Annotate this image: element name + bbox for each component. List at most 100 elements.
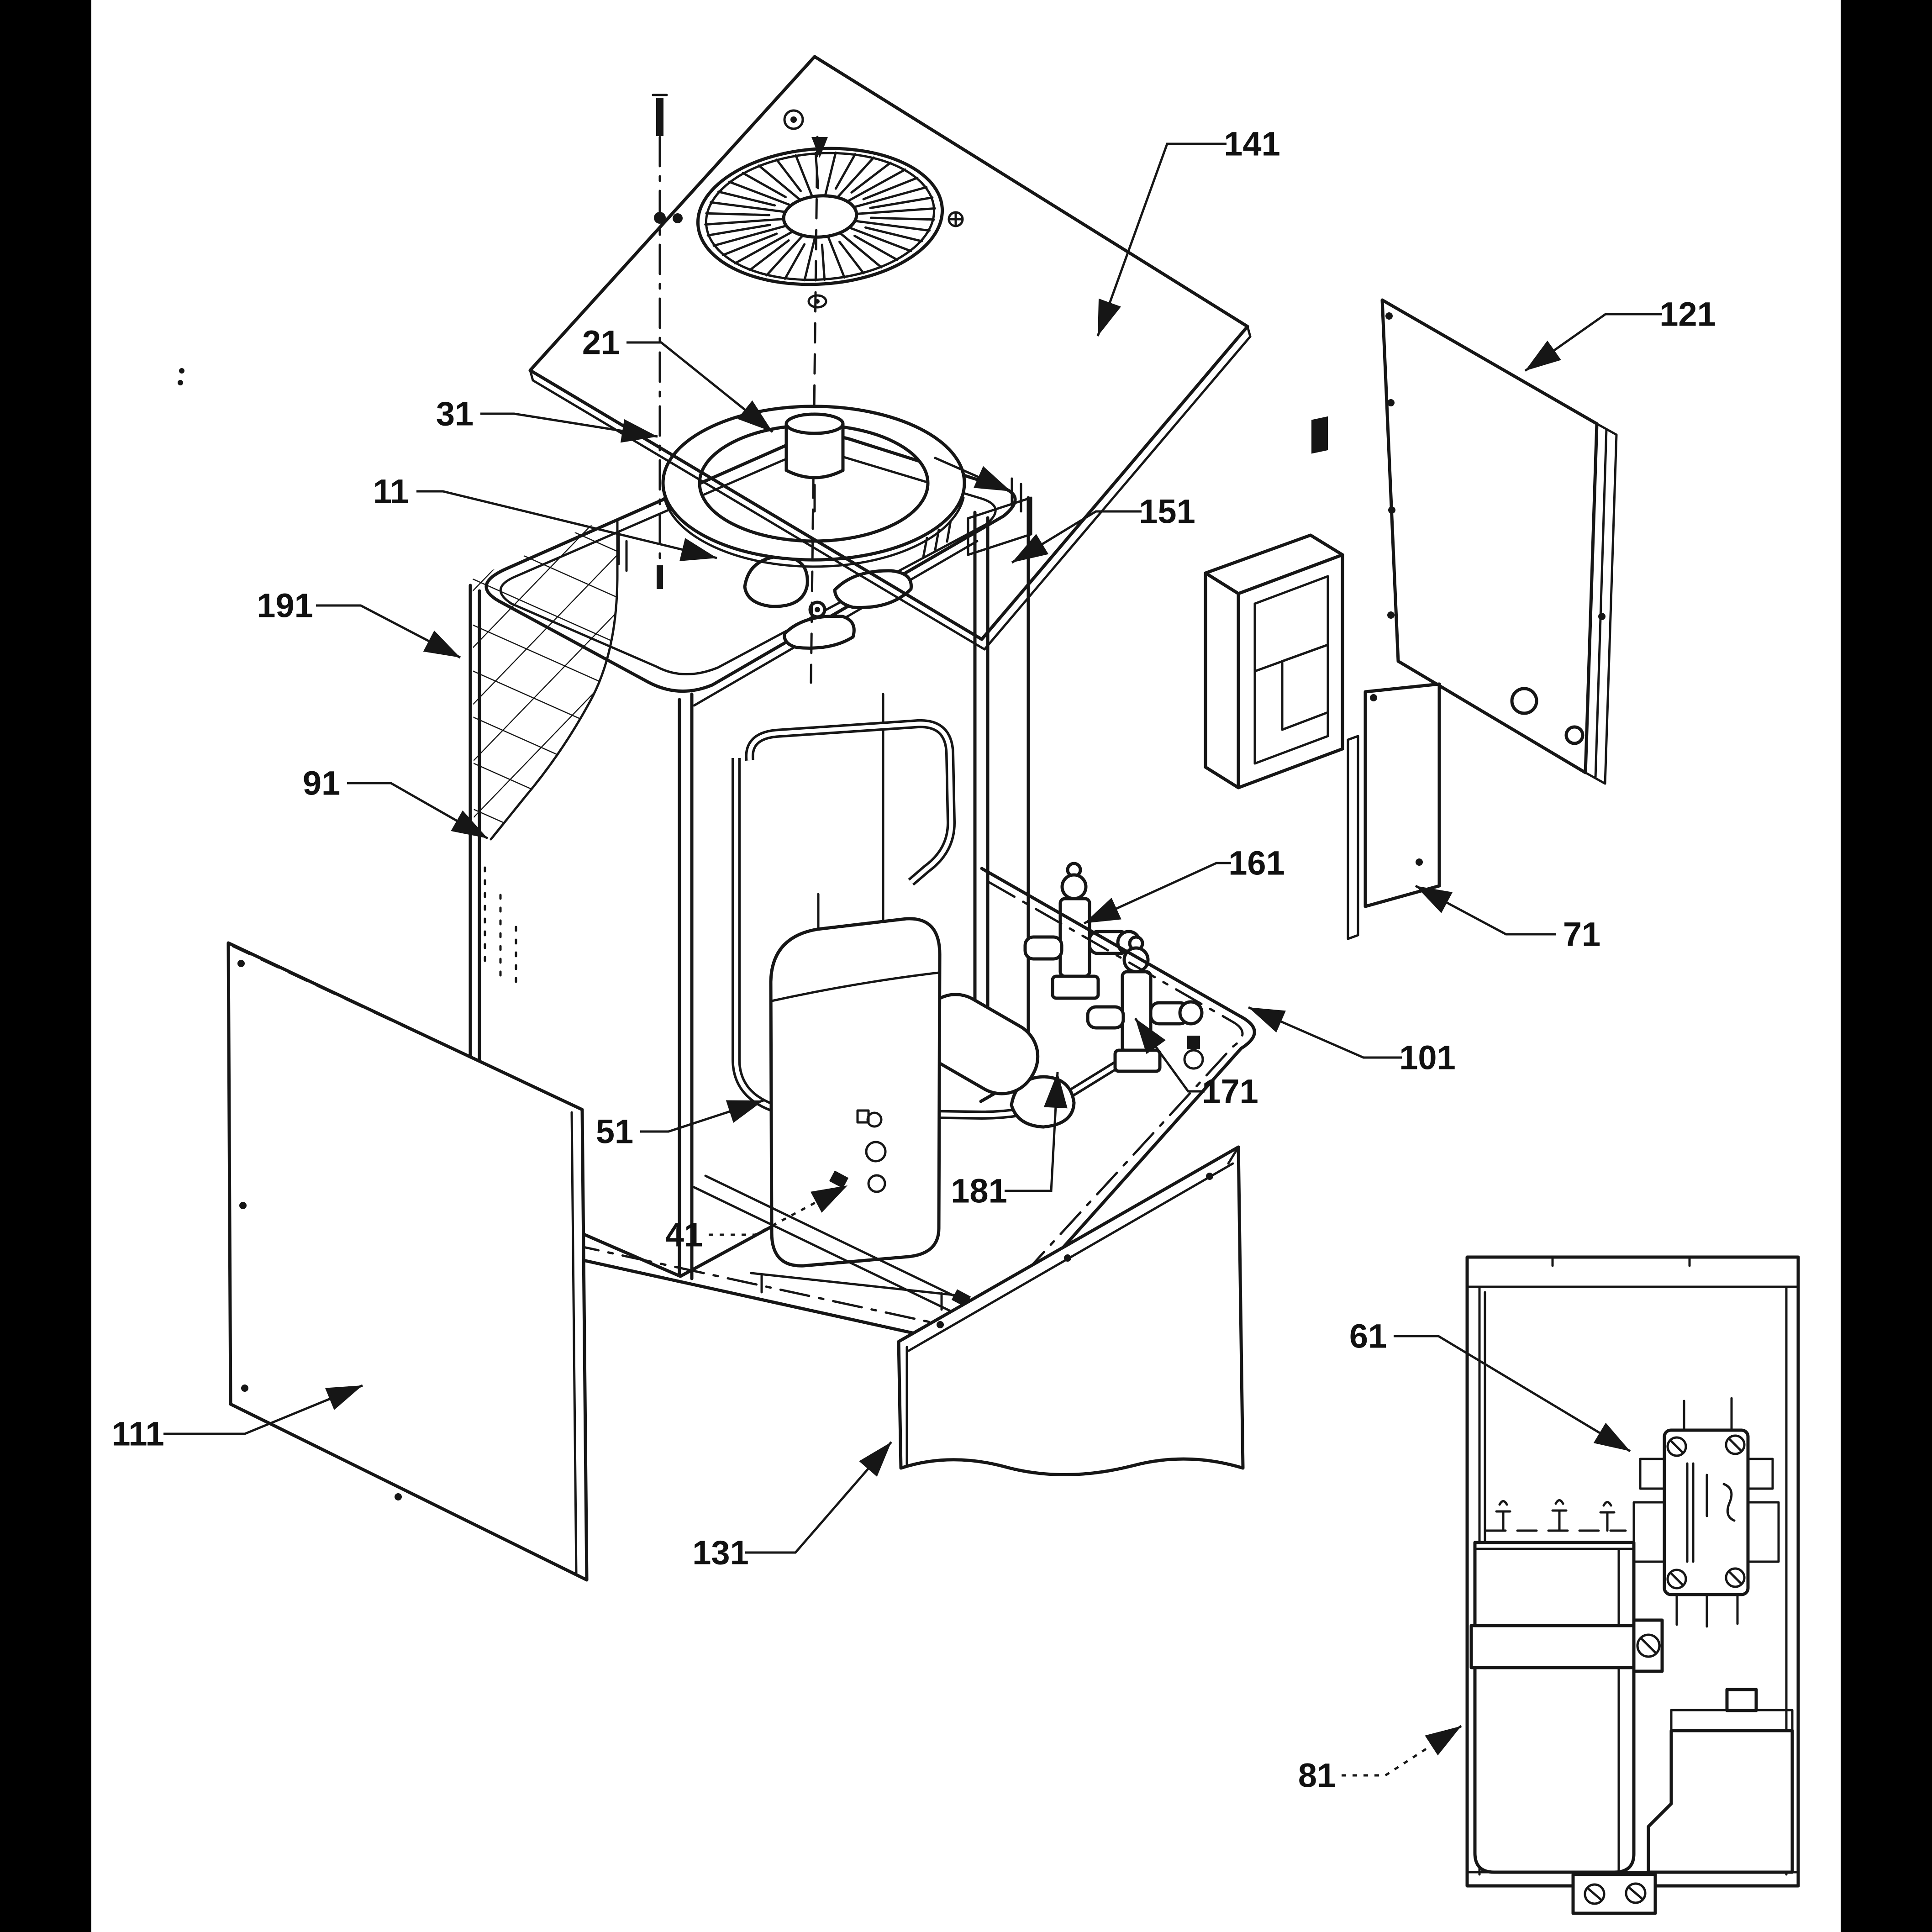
leader-arrow-61 bbox=[1593, 1422, 1630, 1451]
leader-arrow-111 bbox=[325, 1385, 363, 1410]
leader-line-181 bbox=[1005, 1072, 1059, 1192]
part-number-label-81: 81 bbox=[1298, 1757, 1336, 1795]
front-panel-131 bbox=[897, 1145, 1245, 1476]
part-number-label-51: 51 bbox=[596, 1113, 633, 1151]
callout-81: 81 bbox=[1298, 1725, 1462, 1795]
fan-motor bbox=[784, 412, 845, 513]
left-panel-top-edge bbox=[232, 945, 579, 1109]
deck-tick-marks bbox=[617, 477, 1022, 572]
part-number-label-61: 61 bbox=[1349, 1317, 1387, 1355]
part-number-label-131: 131 bbox=[692, 1534, 748, 1572]
top-panel bbox=[528, 55, 1252, 684]
top-panel-thickness bbox=[529, 325, 1252, 651]
left-panel-flange bbox=[570, 1111, 578, 1575]
callout-11: 11 bbox=[373, 473, 717, 561]
compressor-weld-line bbox=[770, 971, 940, 1002]
leader-arrow-161 bbox=[1084, 898, 1121, 923]
part-number-label-191: 191 bbox=[257, 587, 313, 625]
leader-arrow-31 bbox=[620, 419, 658, 443]
callout-171: 171 bbox=[1134, 1017, 1258, 1111]
leader-arrow-131 bbox=[859, 1442, 891, 1477]
access-panel-trim bbox=[1347, 735, 1359, 940]
callout-121: 121 bbox=[1524, 295, 1716, 372]
leader-arrow-181 bbox=[1043, 1072, 1068, 1109]
fan-shroud bbox=[661, 405, 966, 568]
callout-31: 31 bbox=[436, 395, 658, 443]
leader-arrow-101 bbox=[1248, 1007, 1286, 1033]
leader-line-101 bbox=[1248, 1006, 1402, 1059]
compressor bbox=[750, 917, 1040, 1311]
part-number-label-141: 141 bbox=[1224, 125, 1280, 163]
part-number-label-151: 151 bbox=[1139, 493, 1195, 531]
corner-post-151 bbox=[967, 496, 1032, 1079]
coil-torn-edge bbox=[490, 520, 619, 841]
callout-layer: 1411212131111511919116171101171511814111… bbox=[111, 125, 1716, 1795]
leader-line-31 bbox=[480, 412, 658, 438]
callout-151: 151 bbox=[1011, 493, 1195, 564]
leader-line-21 bbox=[626, 341, 774, 433]
transformer-block bbox=[1647, 1688, 1794, 1874]
scan-artifact bbox=[178, 368, 184, 385]
compressor-terminals bbox=[856, 1109, 887, 1193]
leader-arrow-11 bbox=[679, 538, 717, 561]
center-axis-line bbox=[810, 136, 819, 684]
coil-shading-marks bbox=[484, 866, 517, 983]
control-box-enclosure bbox=[1204, 416, 1344, 790]
leader-line-131 bbox=[745, 1441, 892, 1554]
front-panel-corner-tab bbox=[1227, 1146, 1240, 1165]
contactor bbox=[1632, 1397, 1780, 1628]
callout-141: 141 bbox=[1096, 125, 1280, 337]
part-number-label-121: 121 bbox=[1659, 295, 1716, 333]
compressor-body bbox=[769, 917, 942, 1268]
part-number-label-31: 31 bbox=[436, 395, 474, 433]
grille-spokes bbox=[704, 151, 936, 282]
part-number-label-71: 71 bbox=[1563, 916, 1600, 953]
cabinet-assembly bbox=[469, 434, 1032, 1280]
callout-161: 161 bbox=[1083, 844, 1285, 925]
leader-arrow-51 bbox=[726, 1100, 763, 1123]
control-box-shadow bbox=[1311, 416, 1328, 454]
callout-191: 191 bbox=[257, 587, 461, 659]
leader-arrow-191 bbox=[423, 630, 460, 658]
leader-line-11 bbox=[416, 490, 717, 559]
callout-101: 101 bbox=[1248, 1006, 1456, 1077]
leader-arrow-121 bbox=[1525, 340, 1561, 371]
shroud-ring bbox=[661, 405, 966, 562]
shroud-depth-arc bbox=[663, 496, 965, 568]
leader-line-191 bbox=[316, 604, 461, 659]
mounting-bolt bbox=[652, 94, 668, 589]
compressor-rail bbox=[693, 1174, 972, 1316]
access-panel-71 bbox=[1347, 682, 1441, 940]
leader-arrow-91 bbox=[451, 810, 488, 838]
discharge-tube bbox=[745, 719, 956, 886]
leader-line-81 bbox=[1342, 1725, 1462, 1777]
cabinet-front-corner-post bbox=[678, 692, 694, 1280]
top-panel-hardware bbox=[673, 109, 964, 309]
leader-line-41 bbox=[709, 1184, 848, 1236]
coil-fin-grid bbox=[473, 517, 617, 842]
annotation-arrow-0 bbox=[933, 456, 1012, 493]
leader-arrow-71 bbox=[1416, 886, 1453, 913]
callout-41: 41 bbox=[665, 1184, 848, 1254]
leader-arrow-41 bbox=[810, 1185, 848, 1213]
leader-arrow-21 bbox=[737, 400, 773, 432]
callout-61: 61 bbox=[1349, 1317, 1631, 1453]
leader-line-161 bbox=[1083, 862, 1231, 925]
letterbox-right bbox=[1841, 0, 1932, 1932]
capacitor bbox=[1469, 1499, 1664, 1874]
leader-arrow-171 bbox=[1135, 1018, 1166, 1054]
letterbox-left bbox=[0, 0, 91, 1932]
part-number-label-161: 161 bbox=[1228, 844, 1284, 882]
left-panel-111 bbox=[226, 941, 589, 1582]
part-number-label-111: 111 bbox=[111, 1415, 164, 1453]
shroud-hatch bbox=[922, 519, 952, 558]
part-number-label-11: 11 bbox=[373, 473, 409, 511]
center-axis-arrow bbox=[811, 137, 828, 158]
control-box-detail-view bbox=[1465, 1255, 1800, 1915]
side-panel-121 bbox=[1380, 298, 1618, 785]
leader-line-111 bbox=[163, 1384, 363, 1435]
part-number-label-21: 21 bbox=[582, 324, 620, 362]
detail-box-feet bbox=[1571, 1873, 1657, 1915]
